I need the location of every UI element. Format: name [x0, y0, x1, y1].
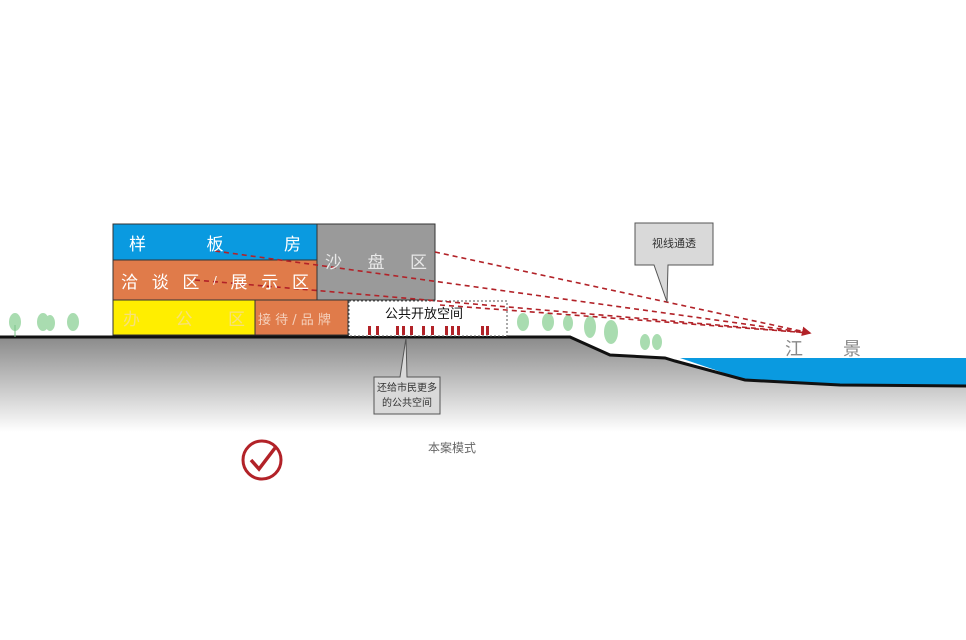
- char: 区: [410, 252, 427, 273]
- char: 洽: [121, 272, 138, 293]
- river-view-char-1: 江: [785, 339, 803, 360]
- label-public-space: 公共开放空间: [385, 307, 464, 322]
- label-sand-table: 沙盘区: [317, 240, 435, 280]
- callout-line: 还给市民更多: [377, 383, 437, 394]
- char: /: [213, 273, 217, 287]
- tree: [9, 313, 21, 337]
- tree: [604, 320, 618, 344]
- char: 区: [182, 272, 200, 293]
- caption: 本案模式: [428, 441, 477, 455]
- callout-sightline-bubble: [634, 222, 714, 303]
- char: 样: [129, 234, 146, 255]
- char: 展: [230, 272, 248, 293]
- tree: [67, 313, 79, 331]
- callout-public-bubble: [373, 337, 441, 415]
- char: 板: [206, 234, 224, 255]
- block-public-space: [348, 300, 508, 337]
- block-sample-room: [112, 223, 318, 261]
- block-sand-table: [316, 223, 436, 301]
- label-sample-room: 样板房: [113, 224, 317, 260]
- block-negotiation: [112, 259, 318, 301]
- tree: [652, 334, 662, 350]
- char: 办: [123, 310, 140, 330]
- label-reception: 接 待 / 品 牌: [258, 313, 331, 328]
- label-negotiation: 洽谈区/展示区: [113, 260, 317, 300]
- tree: [45, 315, 55, 331]
- char: 房: [284, 234, 301, 255]
- label-office: 办公区: [113, 300, 255, 335]
- ground-line: [0, 335, 966, 388]
- block-office: [112, 299, 256, 336]
- tree: [563, 315, 573, 331]
- tree: [517, 313, 529, 331]
- callout-return-public: 还给市民更多 的公共空间: [374, 381, 440, 411]
- people: [368, 326, 489, 335]
- tree: [584, 316, 596, 338]
- trees: [9, 313, 662, 350]
- char: 沙: [325, 252, 342, 273]
- tree: [640, 334, 650, 350]
- char: 公: [175, 310, 193, 330]
- char: 谈: [151, 272, 169, 293]
- char: 盘: [367, 252, 385, 273]
- callout-sightline: 视线通透: [652, 237, 696, 250]
- char: 区: [228, 310, 245, 330]
- check-icon: [241, 439, 283, 481]
- ground: [0, 337, 966, 432]
- tree: [542, 313, 554, 331]
- river-view-char-2: 景: [843, 339, 861, 360]
- char: 区: [291, 272, 309, 293]
- sightlines: [194, 250, 812, 337]
- callout-line: 的公共空间: [382, 398, 432, 409]
- block-reception: [254, 299, 349, 336]
- char: 示: [261, 272, 279, 293]
